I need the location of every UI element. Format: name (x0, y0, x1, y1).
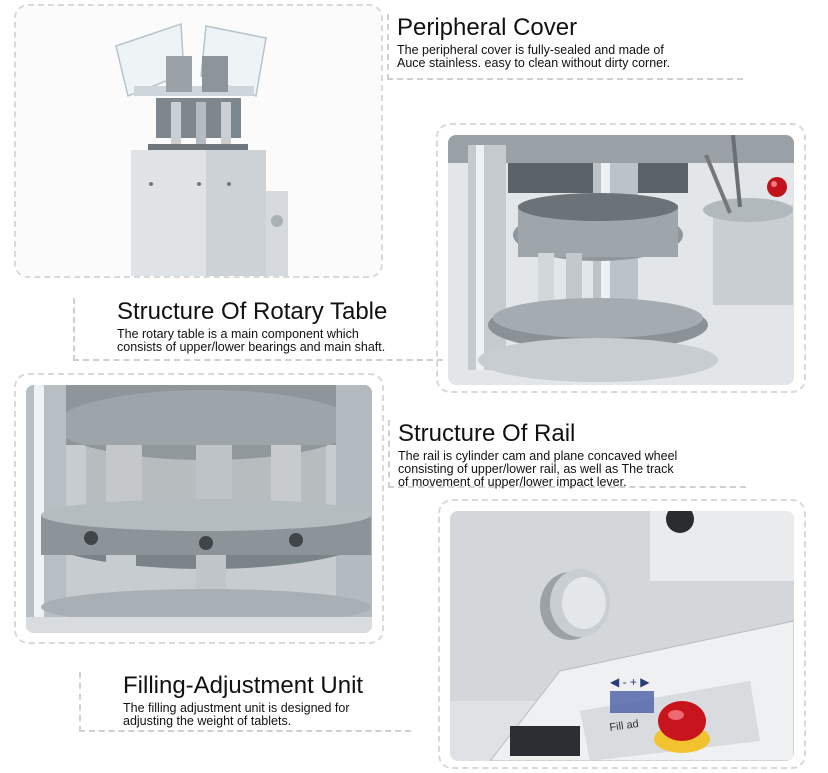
peripheral-cover-image (16, 6, 381, 276)
peripheral-cover-text: Peripheral Cover The peripheral cover is… (387, 14, 743, 80)
rail-image (26, 385, 372, 633)
rotary-table-text: Structure Of Rotary Table The rotary tab… (73, 298, 443, 361)
rotary-table-image (448, 135, 794, 385)
peripheral-cover-photo-card (14, 4, 383, 278)
rail-desc-line-3: of movement of upper/lower impact lever. (398, 475, 627, 489)
rotary-table-desc-line-1: The rotary table is a main component whi… (117, 327, 359, 341)
rotary-table-photo-card (436, 123, 806, 393)
filling-adjustment-desc-line-2: adjusting the weight of tablets. (123, 714, 292, 728)
peripheral-cover-title: Peripheral Cover (397, 14, 578, 41)
filling-adjustment-desc-line-1: The filling adjustment unit is designed … (123, 701, 350, 715)
rail-text: Structure Of Rail The rail is cylinder c… (388, 420, 746, 489)
rail-desc-line-2: consisting of upper/lower rail, as well … (398, 462, 674, 476)
rail-photo-card (14, 373, 384, 644)
rotary-table-title: Structure Of Rotary Table (117, 298, 388, 325)
filling-adjustment-photo-card: ◀ - + ▶ Fill ad (438, 499, 806, 769)
panel-label: Fill ad (609, 718, 640, 734)
peripheral-cover-desc-line-2: Auce stainless. easy to clean without di… (397, 56, 671, 70)
svg-text:◀ - + ▶: ◀ - + ▶ (610, 675, 650, 689)
rotary-table-desc-line-2: consists of upper/lower bearings and mai… (117, 340, 386, 354)
filling-adjustment-image: ◀ - + ▶ Fill ad (450, 511, 794, 761)
rail-desc-line-1: The rail is cylinder cam and plane conca… (398, 449, 678, 463)
rail-title: Structure Of Rail (398, 420, 576, 447)
filling-adjustment-title: Filling-Adjustment Unit (123, 672, 364, 699)
filling-adjustment-text: Filling-Adjustment Unit The filling adju… (79, 672, 411, 732)
peripheral-cover-desc-line-1: The peripheral cover is fully-sealed and… (397, 43, 664, 57)
